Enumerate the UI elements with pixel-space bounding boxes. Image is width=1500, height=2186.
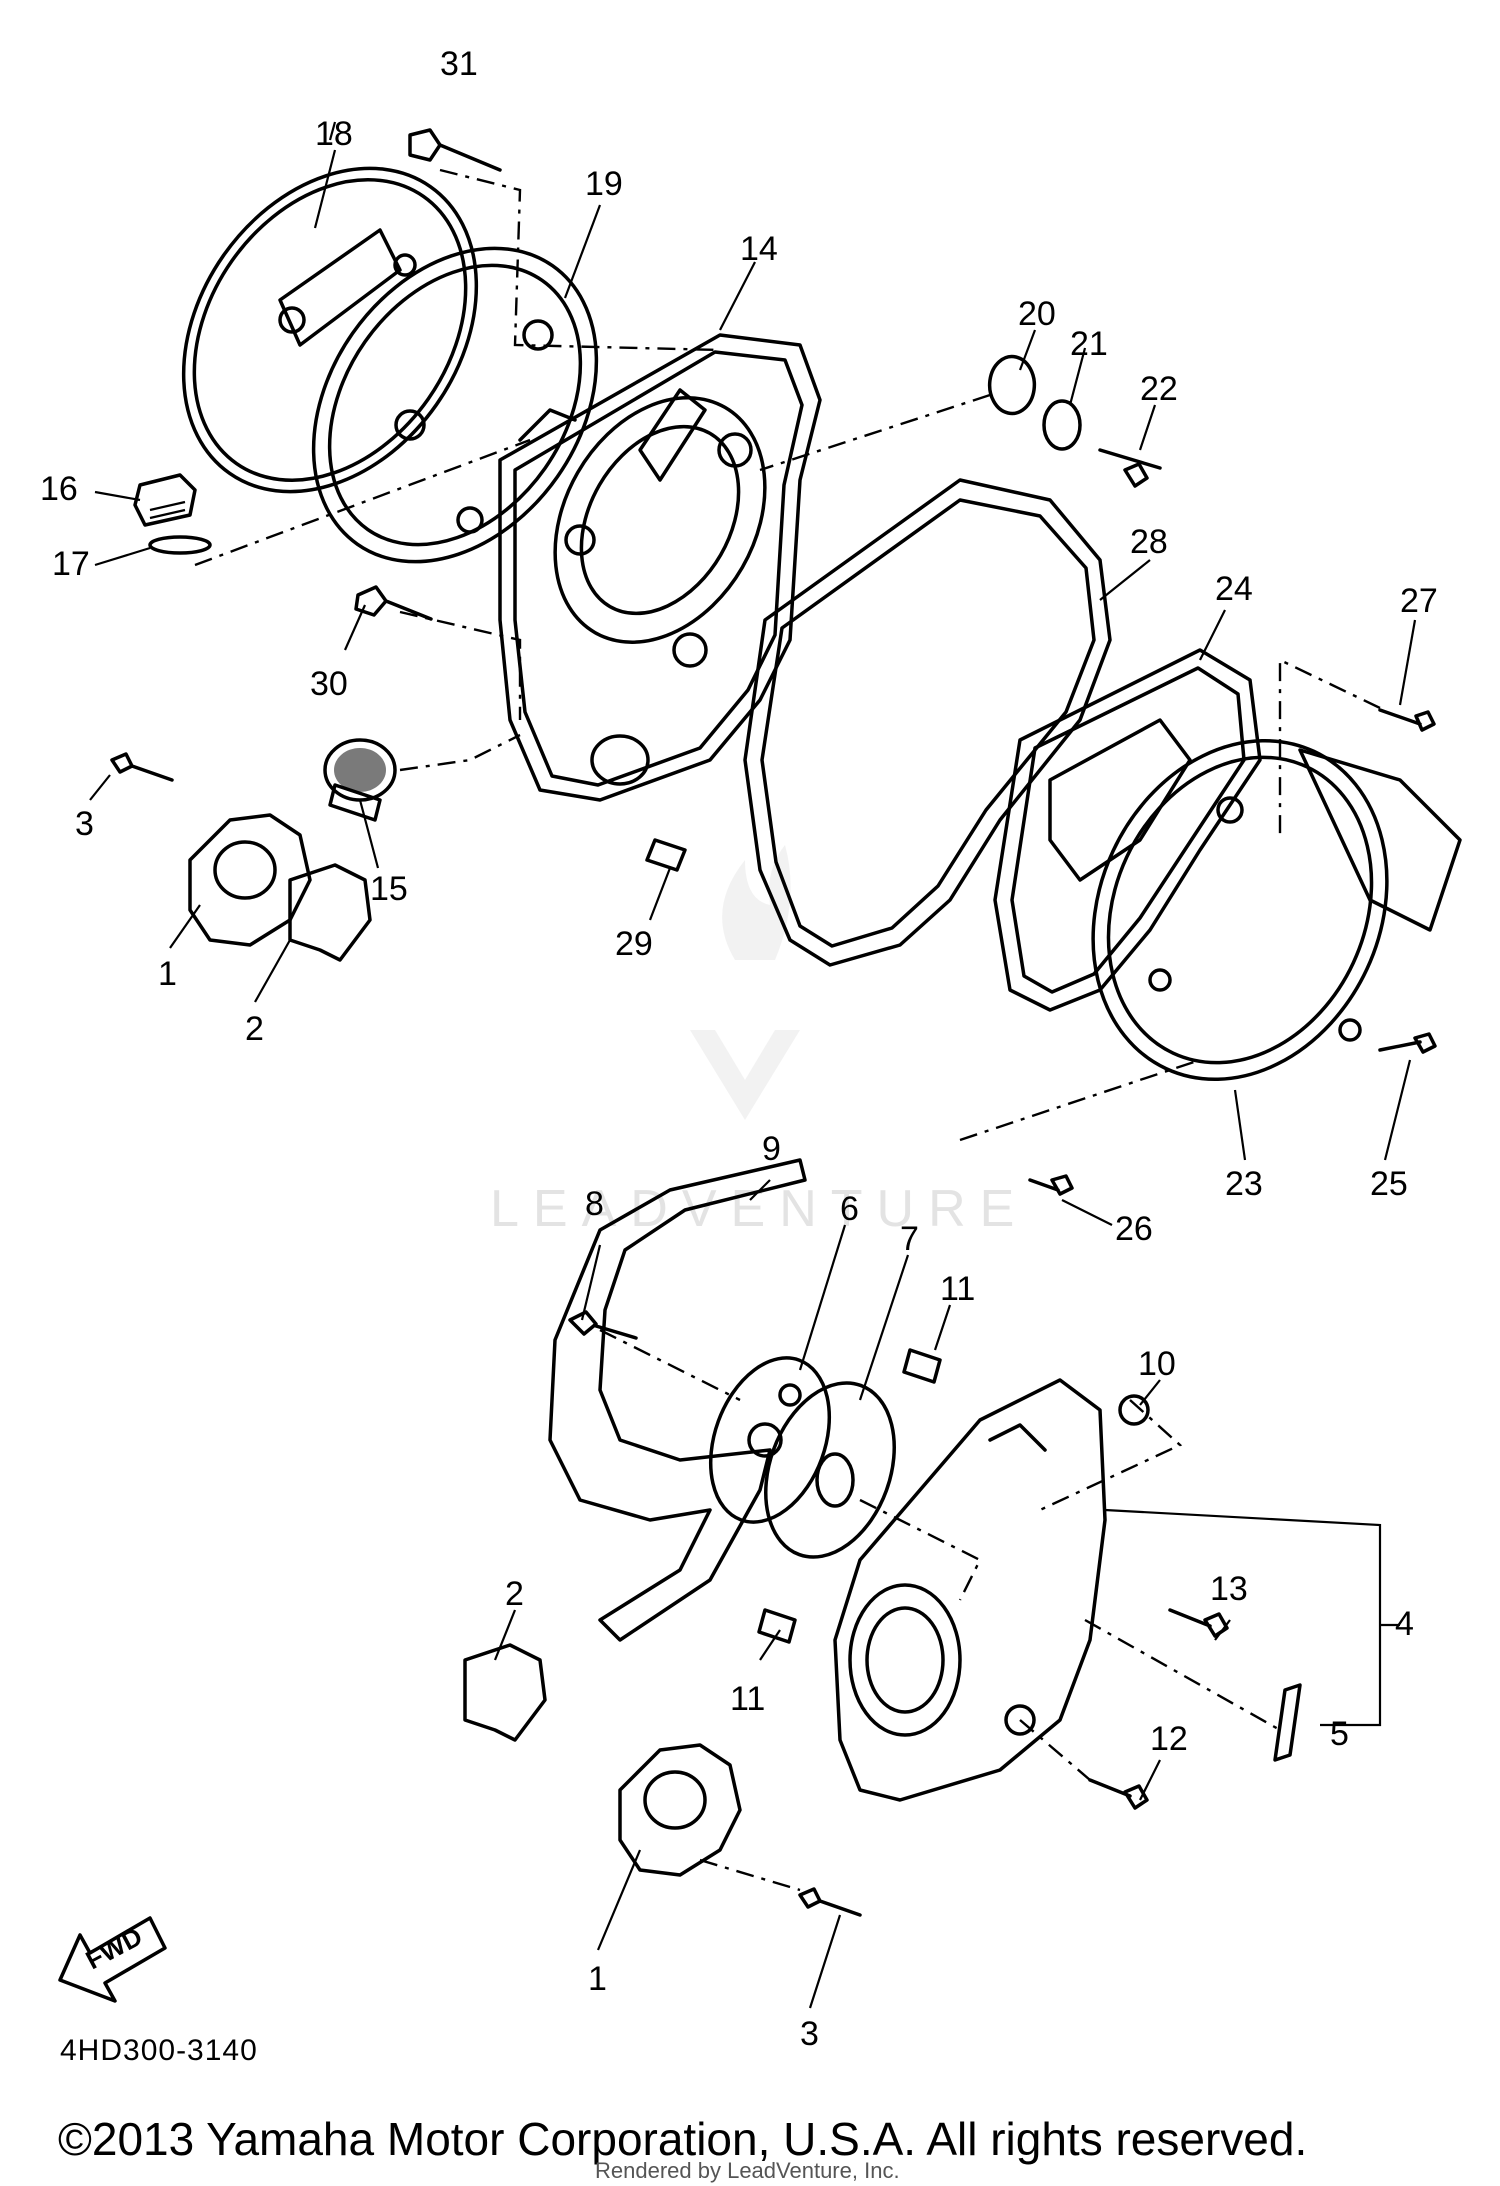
callout-16: 16: [40, 470, 78, 508]
part-30-bolt: [354, 585, 433, 621]
part-3-lower-bolt: [798, 1887, 862, 1917]
fwd-arrow-icon: FWD: [58, 1916, 167, 2003]
callout-6: 6: [840, 1190, 859, 1228]
callout-11-upper: 11: [940, 1270, 975, 1308]
part-7-gasket-plate: [764, 1381, 896, 1559]
part-14-crankcase-cover: [498, 333, 822, 802]
part-29-dowel: [645, 838, 687, 872]
callout-26: 26: [1115, 1210, 1153, 1248]
callout-15: 15: [370, 870, 408, 908]
callout-4: 4: [1395, 1605, 1414, 1643]
copyright-notice: ©2013 Yamaha Motor Corporation, U.S.A. A…: [58, 2113, 1307, 2165]
callout-3-upper: 3: [75, 805, 94, 843]
callout-30: 30: [310, 665, 348, 703]
part-25-bolt: [1378, 1032, 1437, 1054]
callout-19: 19: [585, 165, 623, 203]
assembly-lines: [194, 168, 1381, 1892]
callout-numbers: 31 18 19 14 20 21 22 16 17 28 24 27 30 3…: [40, 45, 1438, 2053]
part-3-upper-bolt: [110, 752, 174, 782]
part-26-bolt: [1028, 1174, 1074, 1196]
callout-7: 7: [900, 1220, 919, 1258]
callout-14: 14: [740, 230, 778, 268]
part-2-lower-gasket: [463, 1643, 547, 1742]
callout-8: 8: [585, 1185, 604, 1223]
callout-13: 13: [1210, 1570, 1248, 1608]
callout-2-upper: 2: [245, 1010, 264, 1048]
part-21-washer: [1042, 399, 1082, 451]
part-22-bolt: [1098, 448, 1162, 488]
part-11-upper-dowel: [902, 1348, 942, 1384]
part-28-gasket: [743, 478, 1112, 967]
callout-18: 18: [315, 115, 353, 153]
part-19-gasket-ring: [311, 246, 599, 564]
part-17-o-ring: [148, 535, 212, 555]
callout-27: 27: [1400, 582, 1438, 620]
callout-25: 25: [1370, 1165, 1408, 1203]
part-5-label: [1273, 1683, 1302, 1762]
callout-28: 28: [1130, 523, 1168, 561]
rendered-by-notice: Rendered by LeadVenture, Inc.: [595, 2158, 900, 2183]
part-16-oil-filler-cap: [133, 473, 197, 527]
part-6-water-pump-housing: [708, 1356, 832, 1524]
part-23-generator-cover: [1091, 738, 1462, 1082]
callout-3-lower: 3: [800, 2015, 819, 2053]
part-2-upper-gasket: [288, 863, 372, 962]
part-20-grommet: [987, 354, 1037, 416]
callout-23: 23: [1225, 1165, 1263, 1203]
callout-22: 22: [1140, 370, 1178, 408]
watermark-text: LEADVENTURE: [490, 1180, 1028, 1238]
callout-17: 17: [52, 545, 90, 583]
watermark-logo: [690, 845, 800, 1120]
callout-5: 5: [1330, 1715, 1349, 1753]
part-1-lower-cover: [618, 1743, 742, 1877]
callout-20: 20: [1018, 295, 1056, 333]
part-10-washer: [1118, 1394, 1150, 1426]
part-31-bolt: [408, 128, 502, 172]
part-13-bolt: [1168, 1608, 1229, 1638]
part-code: 4HD300-3140: [60, 2034, 258, 2067]
part-12-bolt: [1088, 1778, 1149, 1810]
part-15-starter-gear: [323, 738, 397, 822]
part-11-lower-dowel: [757, 1608, 797, 1644]
part-27-bolt: [1378, 708, 1436, 732]
fwd-label: FWD: [81, 1921, 147, 1975]
callout-21: 21: [1070, 325, 1108, 363]
leader-lines: [89, 121, 1417, 2009]
part-4-crankcase-cover: [833, 1378, 1107, 1802]
part-9-gasket: [548, 1158, 807, 1642]
callout-12: 12: [1150, 1720, 1188, 1758]
callout-2-lower: 2: [505, 1575, 524, 1613]
part-18-cover-ring: [181, 166, 479, 494]
callout-11-lower: 11: [730, 1680, 765, 1718]
callout-1-upper: 1: [158, 955, 177, 993]
callout-10: 10: [1138, 1345, 1176, 1383]
callout-24: 24: [1215, 570, 1253, 608]
part-8-bolt: [568, 1310, 638, 1340]
callout-29: 29: [615, 925, 653, 963]
part-24-inner-cover: [993, 648, 1262, 1012]
part-1-upper-cover: [188, 813, 312, 947]
callout-31: 31: [440, 45, 478, 83]
callout-1-lower: 1: [588, 1960, 607, 1998]
callout-9: 9: [762, 1130, 781, 1168]
